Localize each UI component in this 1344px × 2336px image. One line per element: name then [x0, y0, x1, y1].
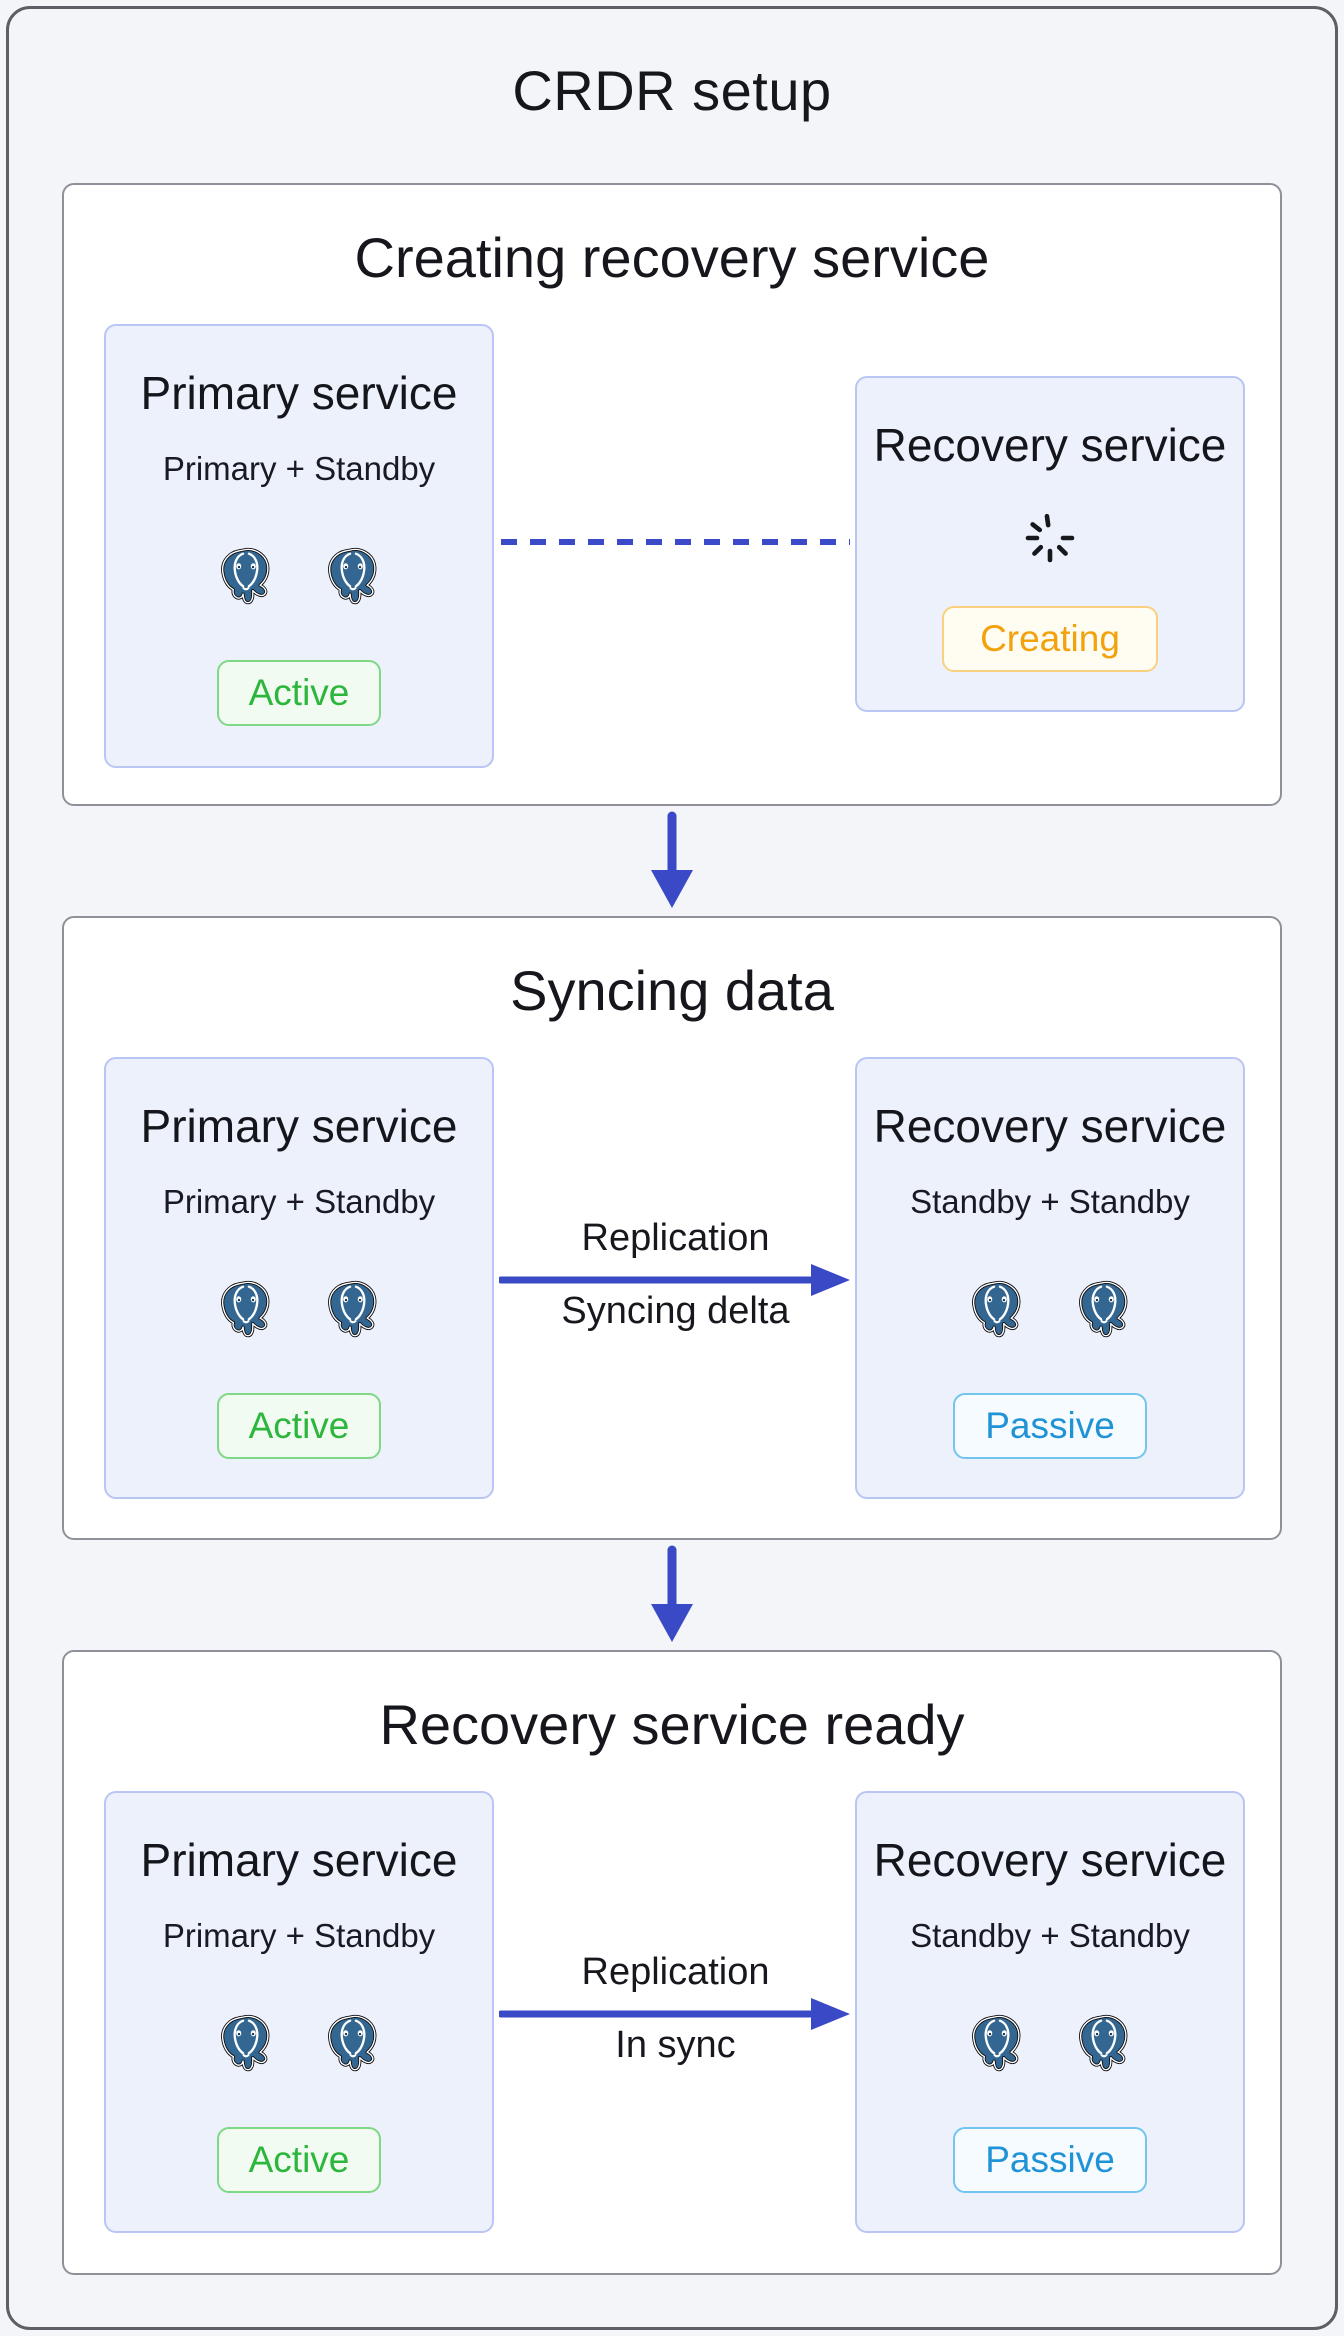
postgres-instances [213, 1277, 386, 1343]
stage-title: Recovery service ready [379, 1693, 965, 1756]
postgres-elephant-icon [964, 1277, 1030, 1343]
down-arrow-icon [651, 1545, 693, 1642]
postgres-instances [964, 2011, 1137, 2077]
postgres-elephant-icon [964, 2011, 1030, 2077]
card-subtitle: Standby + Standby [910, 1183, 1190, 1220]
stage1-connector [499, 185, 852, 804]
replication-label: Replication [581, 1951, 770, 1993]
postgres-elephant-icon [213, 544, 279, 610]
card-title: Recovery service [873, 1834, 1227, 1886]
card-subtitle: Primary + Standby [162, 1917, 436, 1954]
status-badge: Passive [953, 1393, 1147, 1459]
recovery-service-card: Recovery service Creating [855, 376, 1245, 712]
postgres-elephant-icon [320, 1277, 386, 1343]
card-subtitle: Standby + Standby [910, 1917, 1190, 1954]
stage-title: Creating recovery service [354, 226, 990, 289]
spinner-icon [1024, 512, 1076, 564]
card-title: Primary service [140, 1100, 458, 1152]
card-title: Primary service [140, 1834, 458, 1886]
postgres-instances [213, 544, 386, 610]
primary-service-card: Primary service Primary + Standby Active [104, 1791, 494, 2233]
recovery-service-card: Recovery service Standby + Standby Passi… [855, 1791, 1245, 2233]
page-title: CRDR setup [512, 59, 832, 122]
postgres-elephant-icon [213, 1277, 279, 1343]
postgres-elephant-icon [320, 544, 386, 610]
status-badge: Active [216, 2127, 382, 2193]
recovery-service-card: Recovery service Standby + Standby Passi… [855, 1057, 1245, 1499]
replication-label: Replication [581, 1217, 770, 1259]
down-arrow-icon [651, 811, 693, 908]
postgres-elephant-icon [320, 2011, 386, 2077]
stage2-connector: Replication Syncing delta [499, 918, 852, 1538]
stage-recovery-service-ready: Recovery service ready Primary service P… [62, 1650, 1282, 2275]
status-badge: Active [216, 660, 382, 726]
card-subtitle: Primary + Standby [162, 1183, 436, 1220]
primary-service-card: Primary service Primary + Standby Active [104, 1057, 494, 1499]
diagram-outer-frame [6, 6, 1338, 2330]
postgres-instances [213, 2011, 386, 2077]
card-title: Recovery service [873, 419, 1227, 471]
replication-arrow-icon [499, 1998, 850, 2030]
card-title: Primary service [140, 367, 458, 419]
stage3-connector: Replication In sync [499, 1652, 852, 2273]
postgres-elephant-icon [1071, 1277, 1137, 1343]
sync-state-label: Syncing delta [561, 1290, 790, 1332]
dashed-connection-line [501, 539, 850, 545]
card-subtitle: Primary + Standby [162, 450, 436, 487]
stage-creating-recovery-service: Creating recovery service Primary servic… [62, 183, 1282, 806]
status-badge: Creating [942, 606, 1158, 672]
status-badge: Passive [953, 2127, 1147, 2193]
replication-arrow-icon [499, 1264, 850, 1296]
card-title: Recovery service [873, 1100, 1227, 1152]
status-badge: Active [216, 1393, 382, 1459]
stage-syncing-data: Syncing data Primary service Primary + S… [62, 916, 1282, 1540]
sync-state-label: In sync [615, 2024, 736, 2066]
stage-title: Syncing data [510, 959, 834, 1022]
postgres-elephant-icon [1071, 2011, 1137, 2077]
primary-service-card: Primary service Primary + Standby Active [104, 324, 494, 768]
postgres-elephant-icon [213, 2011, 279, 2077]
postgres-instances [964, 1277, 1137, 1343]
